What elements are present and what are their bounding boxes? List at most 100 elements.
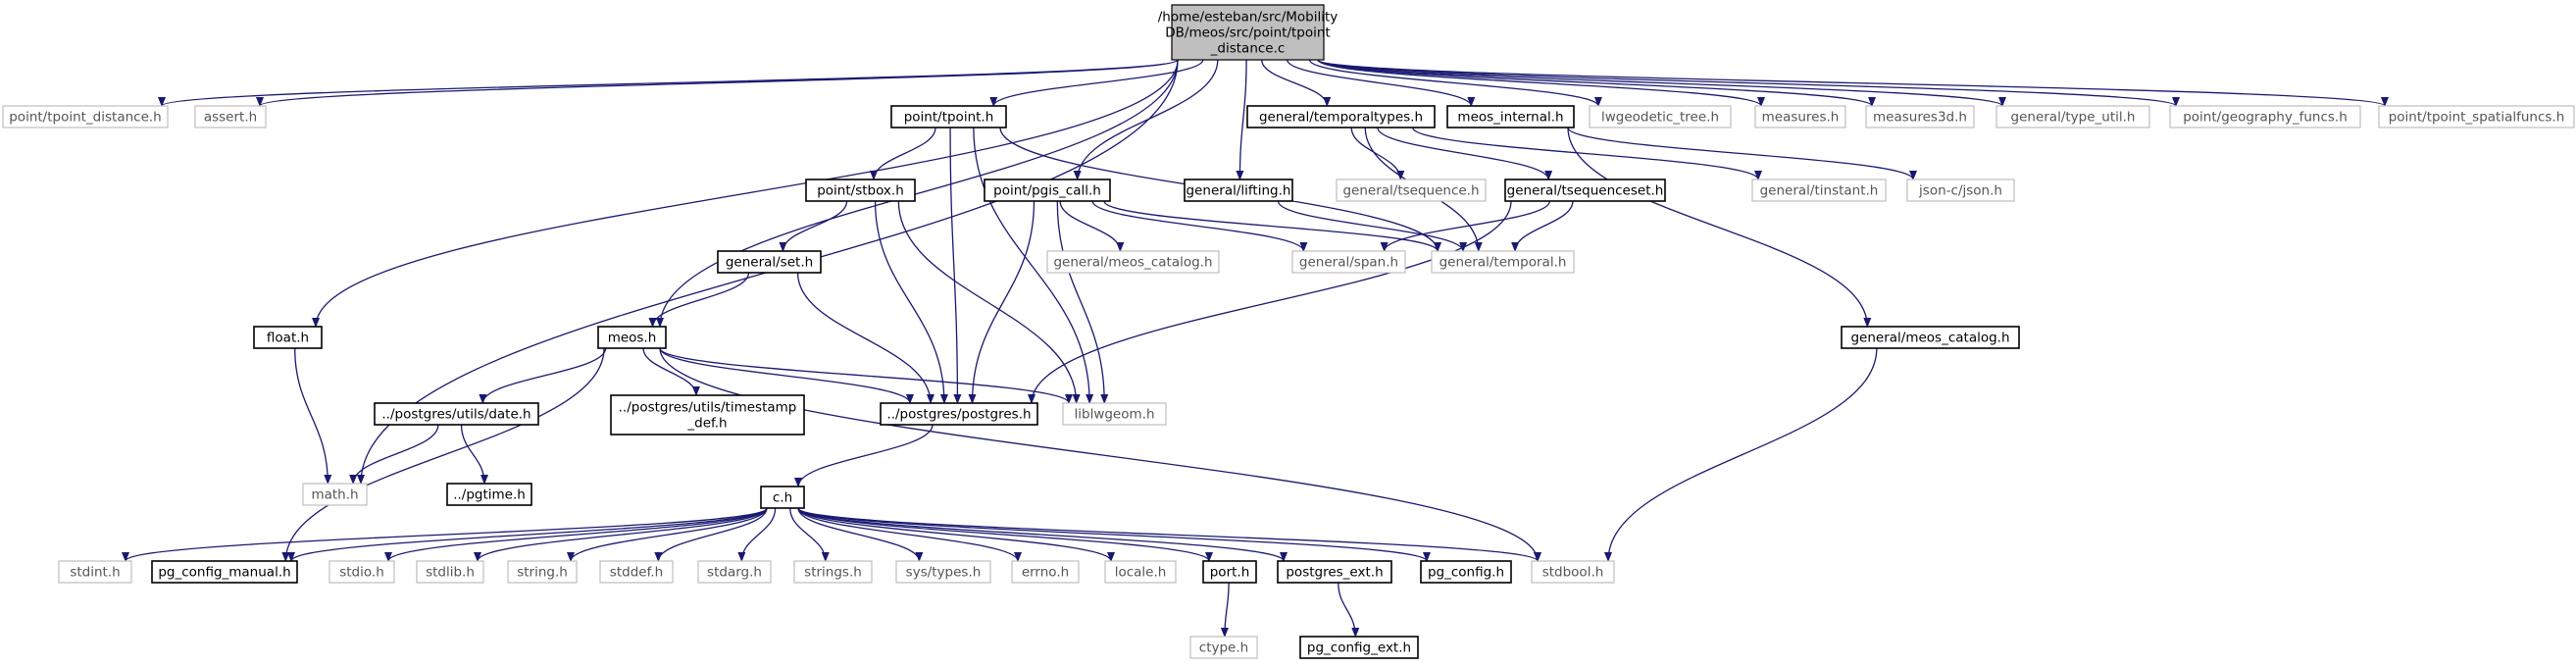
node-set-h[interactable]: general/set.h [717,250,822,274]
node-date-h[interactable]: ../postgres/utils/date.h [374,402,539,426]
node-port-h[interactable]: port.h [1202,560,1257,584]
node-label: errno.h [1022,565,1069,581]
node-box [194,105,267,128]
edge-tsequenceset_h-to-temporal_h [1511,200,1574,252]
node-box [1906,179,2015,202]
edge-c_h-to-postgres_ext_h [797,507,1288,562]
node-label: ../pgtime.h [453,487,526,503]
node-postgres-ext-h[interactable]: postgres_ext.h [1277,560,1392,584]
node-label: point/tpoint_spatialfuncs.h [2389,110,2565,126]
edge-root-to-temporaltypes_h [1261,59,1332,107]
node-label: stddef.h [610,565,663,581]
node-postgres-h[interactable]: ../postgres/postgres.h [880,402,1038,426]
edge-date_h-to-math_h [349,424,439,485]
node-box [1754,105,1846,128]
node-label: ../postgres/postgres.h [886,407,1031,423]
node-box [1277,560,1392,584]
node-label: stdio.h [339,565,384,581]
node-label: assert.h [204,110,257,126]
node-timestamp-def-h[interactable]: ../postgres/utils/timestamp_def.h [610,394,805,435]
node-box [58,560,132,584]
node-pg-config-manual-h[interactable]: pg_config_manual.h [151,560,298,584]
edge-tpoint_h-to-stbox_h [870,127,936,180]
node-label: general/temporaltypes.h [1259,110,1423,126]
edge-pgis_call_h-to-meos_catalog_h_gray [1059,200,1125,252]
node-locale-h: locale.h [1104,560,1177,584]
node-pgis-call-h[interactable]: point/pgis_call.h [984,179,1111,202]
node-label: point/tpoint_distance.h [9,110,162,126]
node-box [599,560,674,584]
edge-meos_h-to-date_h [479,347,607,404]
edge-pgis_call_h-to-liblwgeom_h [1056,200,1109,404]
node-box [328,560,395,584]
node-label: meos_internal.h [1457,110,1563,126]
node-box [1299,636,1419,659]
node-box [1446,105,1575,128]
node-box [2378,105,2575,128]
node-stdbool-h: stdbool.h [1531,560,1615,584]
node-pg-config-ext-h[interactable]: pg_config_ext.h [1299,636,1419,659]
node-temporal-h: general/temporal.h [1431,250,1575,274]
node-label: general/temporal.h [1440,255,1567,271]
node-label: ../postgres/utils/timestamp [619,400,797,416]
edge-root-to-geography_funcs_h [1317,59,2180,107]
node-box [1751,179,1887,202]
node-lifting-h[interactable]: general/lifting.h [1184,179,1293,202]
node-label: ctype.h [1199,640,1248,656]
node-pgtime-h[interactable]: ../pgtime.h [446,483,532,506]
node-tpoint-spatialfuncs-h: point/tpoint_spatialfuncs.h [2378,105,2575,128]
node-float-h[interactable]: float.h [253,326,323,349]
node-c-h[interactable]: c.h [760,486,805,509]
node-label: general/meos_catalog.h [1850,331,2009,346]
node-temporaltypes-h[interactable]: general/temporaltypes.h [1246,105,1436,128]
edge-date_h-to-pgtime_h [460,424,488,485]
edge-tsequenceset_h-to-postgres_h [1028,200,1512,404]
node-label: general/tsequence.h [1342,183,1479,199]
edge-c_h-to-port_h [797,507,1213,562]
edge-root-to-measures_h [1317,59,1765,107]
node-pg-config-h[interactable]: pg_config.h [1420,560,1512,584]
node-meos-catalog-h[interactable]: general/meos_catalog.h [1841,326,2020,349]
node-box [302,483,368,506]
node-box [1841,326,2020,349]
edge-tpoint_h-to-postgres_h [949,127,962,404]
node-errno-h: errno.h [1011,560,1080,584]
node-box [374,402,539,426]
node-label: locale.h [1115,565,1167,581]
node-box [2169,105,2361,128]
edge-postgres_h-to-c_h [794,424,934,487]
node-tinstant-h: general/tinstant.h [1751,179,1887,202]
node-tpoint-h[interactable]: point/tpoint.h [890,105,1007,128]
node-label: meos.h [608,331,657,346]
node-label: general/tinstant.h [1760,183,1879,199]
node-stdarg-h: stdarg.h [697,560,772,584]
edge-meos_h-to-liblwgeom_h [659,347,1073,404]
node-box [416,560,484,584]
edge-tsequenceset_h-to-span_h [1380,200,1550,252]
node-box [805,179,916,202]
node-box [597,326,667,349]
node-meos-h[interactable]: meos.h [597,326,667,349]
node-stdio-h: stdio.h [328,560,395,584]
node-label: math.h [311,487,358,503]
node-box [1189,636,1258,659]
node-geography-funcs-h: point/geography_funcs.h [2169,105,2361,128]
node-label: stdint.h [70,565,120,581]
node-label: stdlib.h [426,565,475,581]
node-root[interactable]: /home/esteban/src/MobilityDB/meos/src/po… [1158,4,1339,61]
edge-root-to-meos_internal_h [1287,59,1476,107]
node-meos-internal-h[interactable]: meos_internal.h [1446,105,1575,128]
node-stbox-h[interactable]: point/stbox.h [805,179,916,202]
node-box [697,560,772,584]
node-box [1104,560,1177,584]
node-tsequenceset-h[interactable]: general/tsequenceset.h [1504,179,1666,202]
node-box [793,560,873,584]
node-label: general/meos_catalog.h [1053,255,1212,271]
node-measures3d-h: measures3d.h [1865,105,1975,128]
edge-pgis_call_h-to-span_h [1091,200,1308,252]
edge-temporaltypes_h-to-tsequence_h [1350,127,1405,180]
node-label: stdbool.h [1542,565,1604,581]
node-box [1865,105,1975,128]
edge-root-to-tpoint_h [989,59,1204,107]
edge-c_h-to-pg_config_manual_h [287,507,768,562]
